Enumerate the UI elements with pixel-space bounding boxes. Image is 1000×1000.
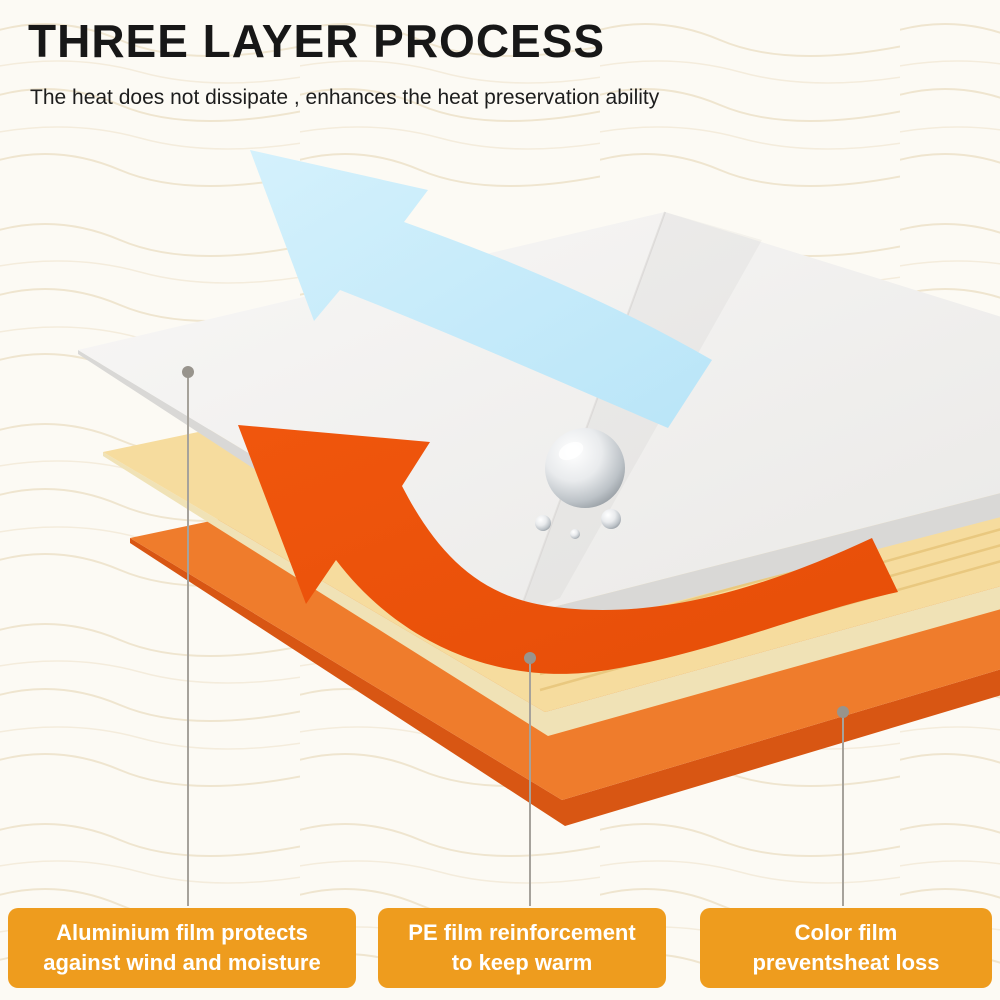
page-subtitle: The heat does not dissipate , enhances t… — [30, 86, 660, 109]
label-pe-film-line1: PE film reinforcement — [408, 920, 636, 946]
callout-lines — [187, 372, 844, 906]
label-color-film-line1: Color film — [794, 920, 898, 946]
heat-arrow-orange-icon — [238, 425, 898, 674]
water-droplet-icon — [535, 428, 625, 539]
callout-dot-3 — [837, 706, 849, 718]
aluminium-film-layer — [78, 211, 1000, 642]
callout-dots — [182, 366, 849, 718]
label-aluminium-film-line2: against wind and moisture — [43, 950, 321, 975]
label-color-film: Color film preventsheat loss — [700, 908, 992, 988]
callout-dot-2 — [524, 652, 536, 664]
up-arrow-blue-icon — [250, 150, 712, 428]
label-color-film-line2: preventsheat loss — [752, 950, 940, 975]
label-aluminium-film-line1: Aluminium film protects — [56, 920, 308, 946]
label-pe-film: PE film reinforcement to keep warm — [378, 908, 666, 988]
label-aluminium-film: Aluminium film protects against wind and… — [8, 908, 356, 988]
callout-dot-1 — [182, 366, 194, 378]
label-pe-film-line2: to keep warm — [451, 950, 593, 975]
page-title: THREE LAYER PROCESS — [28, 15, 606, 67]
